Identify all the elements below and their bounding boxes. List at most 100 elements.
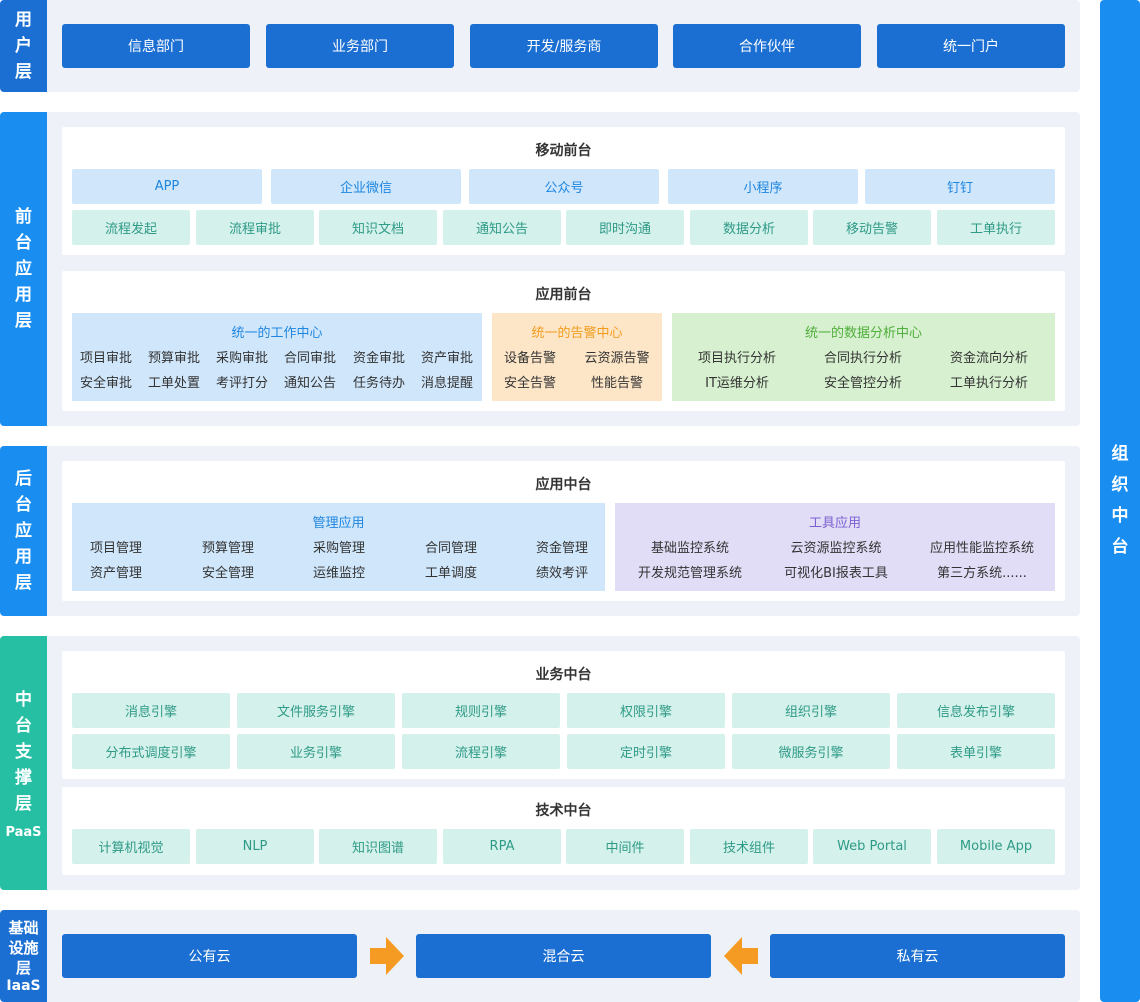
engine-process[interactable]: 流程引擎	[402, 734, 560, 769]
app-middle-panel: 应用中台 管理应用 项目管理 预算管理 采购管理 合同管理 资金管理 资产管理 …	[62, 461, 1065, 601]
work-item[interactable]: 消息提醒	[420, 376, 473, 391]
management-item[interactable]: 资产管理	[89, 566, 142, 581]
work-item[interactable]: 预算审批	[147, 351, 200, 366]
tech-middle-title: 技术中台	[535, 803, 592, 819]
management-item[interactable]: 合同管理	[424, 541, 477, 556]
tech-middleware[interactable]: 中间件	[566, 829, 684, 864]
tech-web-portal[interactable]: Web Portal	[813, 829, 931, 864]
management-item[interactable]: 采购管理	[312, 541, 365, 556]
user-item-business-dept[interactable]: 业务部门	[266, 24, 454, 68]
management-app-title: 管理应用	[312, 516, 365, 531]
engine-permission[interactable]: 权限引擎	[567, 693, 725, 728]
work-item[interactable]: 通知公告	[283, 376, 336, 391]
analysis-item[interactable]: 项目执行分析	[697, 351, 776, 366]
engine-message[interactable]: 消息引擎	[72, 693, 230, 728]
management-item[interactable]: 预算管理	[201, 541, 254, 556]
middle-support-layer: 中台支撑层 PaaS 业务中台 消息引擎 文件服务引擎 规则引擎 权限引擎 组织…	[0, 636, 1080, 890]
work-item[interactable]: 安全审批	[79, 376, 132, 391]
work-item[interactable]: 资产审批	[420, 351, 473, 366]
mobile-func-workorder[interactable]: 工单执行	[937, 210, 1055, 245]
tools-item[interactable]: 可视化BI报表工具	[784, 566, 888, 581]
analysis-item[interactable]: 安全管控分析	[823, 376, 902, 391]
management-item[interactable]: 运维监控	[312, 566, 365, 581]
back-app-layer-label: 后台应用层	[0, 446, 47, 616]
engine-form[interactable]: 表单引擎	[897, 734, 1055, 769]
engine-org[interactable]: 组织引擎	[732, 693, 890, 728]
infra-layer: 基础设施层 IaaS 公有云 混合云 私有云	[0, 910, 1080, 1002]
tech-components[interactable]: 技术组件	[690, 829, 808, 864]
org-middle-label: 组织中台	[1111, 444, 1129, 557]
mobile-func-knowledge[interactable]: 知识文档	[319, 210, 437, 245]
tools-item[interactable]: 应用性能监控系统	[929, 541, 1034, 556]
user-item-developer[interactable]: 开发/服务商	[470, 24, 658, 68]
user-item-partner[interactable]: 合作伙伴	[673, 24, 861, 68]
mobile-func-approve[interactable]: 流程审批	[196, 210, 314, 245]
engine-business[interactable]: 业务引擎	[237, 734, 395, 769]
analysis-item[interactable]: IT运维分析	[705, 376, 769, 391]
iaas-label: IaaS	[6, 978, 41, 994]
user-item-info-dept[interactable]: 信息部门	[62, 24, 250, 68]
analysis-center-box: 统一的数据分析中心 项目执行分析 合同执行分析 资金流向分析 IT运维分析 安全…	[672, 313, 1055, 401]
management-item[interactable]: 项目管理	[89, 541, 142, 556]
tools-item[interactable]: 第三方系统......	[937, 566, 1027, 581]
work-item[interactable]: 合同审批	[283, 351, 336, 366]
management-item[interactable]: 工单调度	[424, 566, 477, 581]
tech-mobile-app[interactable]: Mobile App	[937, 829, 1055, 864]
analysis-item[interactable]: 合同执行分析	[823, 351, 902, 366]
channel-wecom[interactable]: 企业微信	[271, 169, 461, 204]
work-item[interactable]: 采购审批	[215, 351, 268, 366]
channel-mini-program[interactable]: 小程序	[668, 169, 858, 204]
alarm-item[interactable]: 性能告警	[590, 376, 643, 391]
tech-knowledge-graph[interactable]: 知识图谱	[319, 829, 437, 864]
user-item-portal[interactable]: 统一门户	[877, 24, 1065, 68]
engine-publish[interactable]: 信息发布引擎	[897, 693, 1055, 728]
mobile-front-title: 移动前台	[535, 143, 592, 159]
channel-app[interactable]: APP	[72, 169, 262, 204]
work-item[interactable]: 项目审批	[79, 351, 132, 366]
hybrid-cloud[interactable]: 混合云	[416, 934, 711, 978]
tech-nlp[interactable]: NLP	[196, 829, 314, 864]
management-item[interactable]: 绩效考评	[535, 566, 588, 581]
mobile-func-alarm[interactable]: 移动告警	[813, 210, 931, 245]
work-item[interactable]: 资金审批	[352, 351, 405, 366]
tech-rpa[interactable]: RPA	[443, 829, 561, 864]
management-item[interactable]: 资金管理	[535, 541, 588, 556]
infra-layer-label-text: 基础设施层	[8, 919, 39, 977]
user-layer-label-text: 用户层	[15, 10, 32, 82]
mobile-func-im[interactable]: 即时沟通	[566, 210, 684, 245]
app-front-panel: 应用前台 统一的工作中心 项目审批 预算审批 采购审批 合同审批 资金审批 资产…	[62, 271, 1065, 411]
alarm-item[interactable]: 云资源告警	[584, 351, 650, 366]
engine-timer[interactable]: 定时引擎	[567, 734, 725, 769]
work-item[interactable]: 考评打分	[215, 376, 268, 391]
tools-item[interactable]: 开发规范管理系统	[637, 566, 742, 581]
engine-file[interactable]: 文件服务引擎	[237, 693, 395, 728]
work-center-title: 统一的工作中心	[231, 326, 323, 341]
engine-rule[interactable]: 规则引擎	[402, 693, 560, 728]
org-middle-bar: 组织中台	[1100, 0, 1140, 1002]
analysis-center-title: 统一的数据分析中心	[804, 326, 922, 341]
engine-microservice[interactable]: 微服务引擎	[732, 734, 890, 769]
back-app-layer: 后台应用层 应用中台 管理应用 项目管理 预算管理 采购管理 合同管理 资金管理…	[0, 446, 1080, 616]
alarm-item[interactable]: 设备告警	[503, 351, 556, 366]
mobile-front-panel: 移动前台 APP 企业微信 公众号 小程序 钉钉 流程发起 流程审批 知识文档 …	[62, 127, 1065, 255]
arrow-left-icon	[724, 937, 758, 975]
channel-dingtalk[interactable]: 钉钉	[865, 169, 1055, 204]
back-app-layer-label-text: 后台应用层	[15, 469, 32, 593]
public-cloud[interactable]: 公有云	[62, 934, 357, 978]
channel-official-account[interactable]: 公众号	[469, 169, 659, 204]
engine-scheduler[interactable]: 分布式调度引擎	[72, 734, 230, 769]
work-item[interactable]: 任务待办	[352, 376, 405, 391]
analysis-item[interactable]: 资金流向分析	[949, 351, 1028, 366]
tech-cv[interactable]: 计算机视觉	[72, 829, 190, 864]
mobile-func-analysis[interactable]: 数据分析	[690, 210, 808, 245]
mobile-func-notice[interactable]: 通知公告	[443, 210, 561, 245]
management-item[interactable]: 安全管理	[201, 566, 254, 581]
private-cloud[interactable]: 私有云	[770, 934, 1065, 978]
front-app-layer: 前台应用层 移动前台 APP 企业微信 公众号 小程序 钉钉 流程发起 流程审批…	[0, 112, 1080, 426]
alarm-item[interactable]: 安全告警	[503, 376, 556, 391]
mobile-func-initiate[interactable]: 流程发起	[72, 210, 190, 245]
analysis-item[interactable]: 工单执行分析	[949, 376, 1028, 391]
tools-item[interactable]: 云资源监控系统	[790, 541, 882, 556]
work-item[interactable]: 工单处置	[147, 376, 200, 391]
tools-item[interactable]: 基础监控系统	[650, 541, 729, 556]
